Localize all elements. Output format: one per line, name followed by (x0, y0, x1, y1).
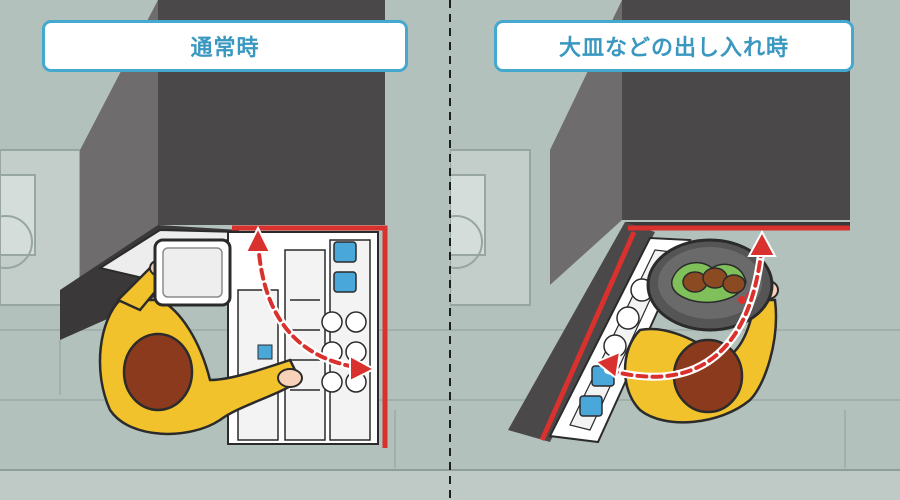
curved-double-arrow-icon (244, 225, 377, 383)
frame-accent (539, 230, 637, 442)
label-large-plate: 大皿などの出し入れ時 (494, 20, 854, 72)
blue-cup (579, 395, 603, 417)
curved-double-arrow-icon (594, 229, 777, 381)
microwave-window (0, 174, 36, 256)
person-head (122, 332, 194, 412)
dashed-divider (449, 0, 451, 500)
appliance-dial-icon (0, 215, 33, 269)
blue-cup (333, 271, 357, 293)
panel-normal: 通常時 (0, 0, 450, 500)
dish-rack (227, 231, 379, 445)
label-normal: 通常時 (42, 20, 408, 72)
blue-cup (333, 241, 357, 263)
panel-large-plate: 大皿などの出し入れ時 (450, 0, 900, 500)
scene-normal (0, 0, 450, 500)
frame-accent (232, 225, 388, 448)
cabinet-door (508, 222, 655, 442)
cabinet-side (80, 0, 158, 290)
appliance-dial-icon (450, 215, 483, 269)
scene-large-plate (450, 0, 900, 500)
microwave-window (450, 174, 486, 256)
large-plate (646, 238, 774, 332)
person (98, 259, 303, 436)
